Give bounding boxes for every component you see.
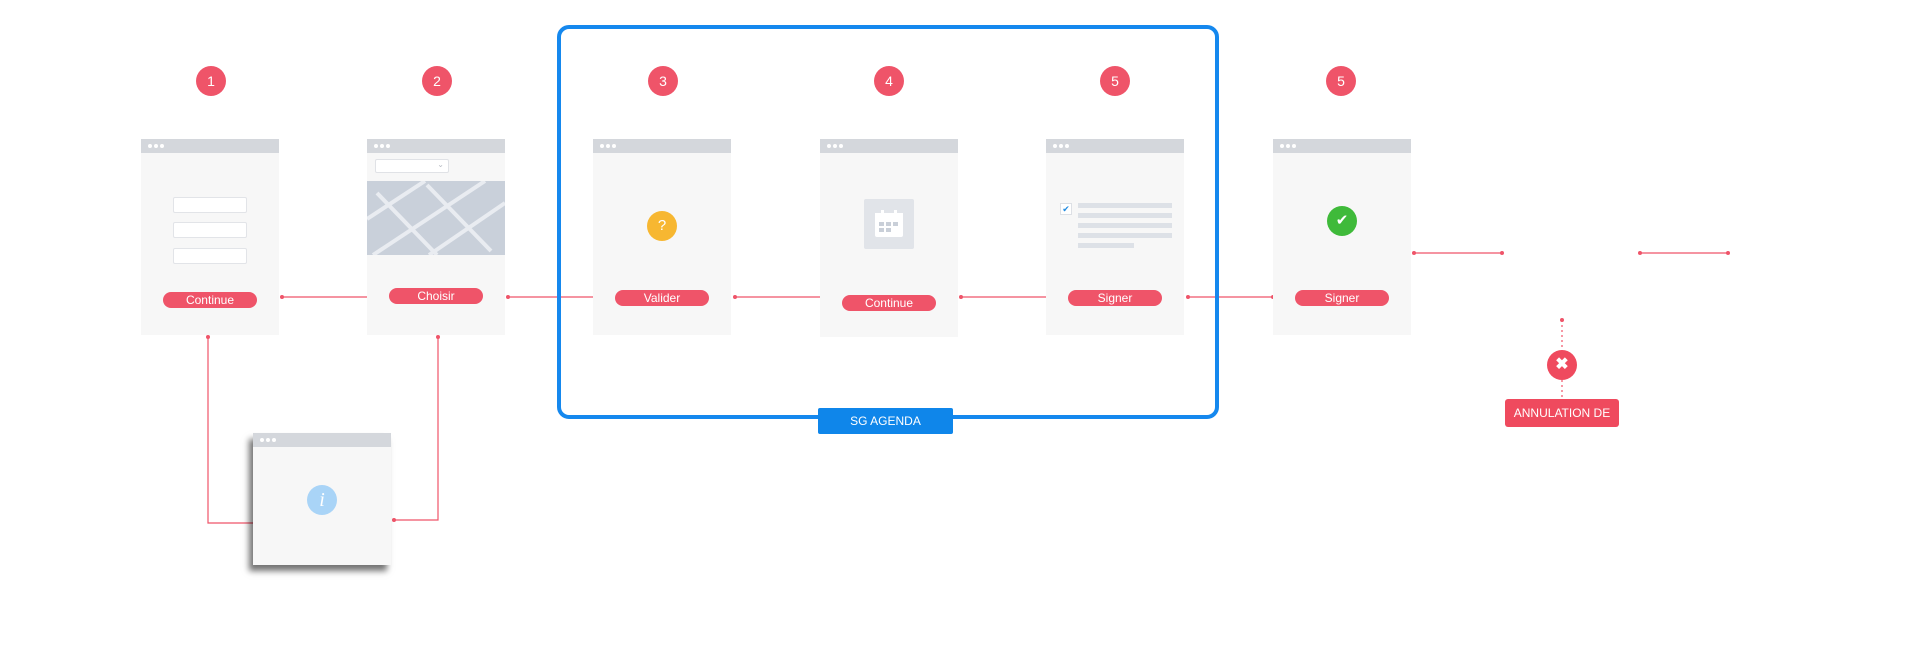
- validate-button[interactable]: Valider: [615, 290, 709, 306]
- checkbox-icon: ✔: [1060, 203, 1072, 215]
- calendar-icon: [875, 210, 903, 237]
- map-screen: ⌄ Choisir: [367, 139, 505, 335]
- sign-button[interactable]: Signer: [1068, 290, 1162, 306]
- form-field: [173, 248, 247, 264]
- question-icon: ?: [647, 211, 677, 241]
- sign-button[interactable]: Signer: [1295, 290, 1389, 306]
- step-badge-2: 2: [422, 66, 452, 96]
- window-titlebar: [253, 433, 391, 447]
- step-badge-6: 5: [1326, 66, 1356, 96]
- calendar-screen: Continue: [820, 139, 958, 337]
- continue-button[interactable]: Continue: [842, 295, 936, 311]
- checkmark-icon: ✔: [1327, 206, 1357, 236]
- map-image: [367, 181, 505, 255]
- question-screen: ? Valider: [593, 139, 731, 335]
- calendar-tile: [864, 199, 914, 249]
- step-badge-5: 5: [1100, 66, 1130, 96]
- form-field: [173, 222, 247, 238]
- continue-button[interactable]: Continue: [163, 292, 257, 308]
- location-dropdown[interactable]: ⌄: [375, 159, 449, 173]
- group-label: SG AGENDA: [818, 408, 953, 434]
- window-titlebar: [367, 139, 505, 153]
- window-titlebar: [593, 139, 731, 153]
- form-screen: Continue: [141, 139, 279, 335]
- step-badge-1: 1: [196, 66, 226, 96]
- window-titlebar: [1273, 139, 1411, 153]
- document-lines: [1078, 203, 1172, 248]
- window-titlebar: [1046, 139, 1184, 153]
- step-badge-4: 4: [874, 66, 904, 96]
- step-badge-3: 3: [648, 66, 678, 96]
- choose-button[interactable]: Choisir: [389, 288, 483, 304]
- close-icon[interactable]: ✖: [1547, 350, 1577, 380]
- cancel-appointment-label: ANNULATION DE RDV: [1505, 399, 1619, 427]
- confirmation-screen: ✔ Signer: [1273, 139, 1411, 335]
- form-field: [173, 197, 247, 213]
- sign-document-screen: ✔ Signer: [1046, 139, 1184, 335]
- info-popup-screen: i: [253, 433, 391, 565]
- window-titlebar: [141, 139, 279, 153]
- chevron-down-icon: ⌄: [437, 160, 444, 169]
- info-icon: i: [307, 485, 337, 515]
- window-titlebar: [820, 139, 958, 153]
